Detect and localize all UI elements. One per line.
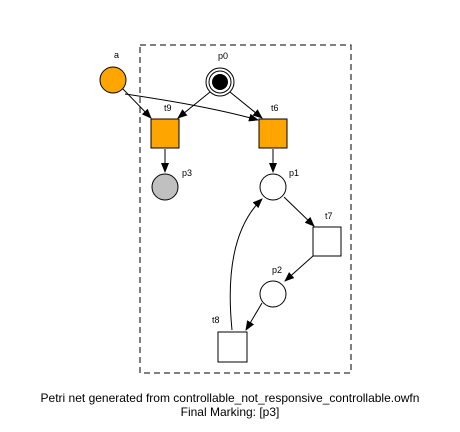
arc-p0-t9 xyxy=(177,91,211,119)
place-a xyxy=(99,66,127,94)
place-p0-inner-ring xyxy=(208,70,232,94)
arc-a-t6 xyxy=(124,93,259,122)
label-p1: p1 xyxy=(289,168,299,178)
arc-p0-t6 xyxy=(229,91,263,119)
net-boundary xyxy=(139,44,352,374)
arcs xyxy=(121,87,315,331)
token xyxy=(212,74,228,90)
transition-t7 xyxy=(312,226,342,257)
label-a: a xyxy=(114,50,119,60)
transitions xyxy=(150,118,342,363)
label-p0: p0 xyxy=(218,51,228,61)
place-p2 xyxy=(259,280,287,308)
label-t7: t7 xyxy=(325,211,333,221)
place-p3 xyxy=(151,173,179,201)
caption-source: Petri net generated from controllable_no… xyxy=(40,391,420,405)
label-p2: p2 xyxy=(272,265,282,275)
label-t8: t8 xyxy=(212,315,220,325)
label-t6: t6 xyxy=(271,103,279,113)
label-p3: p3 xyxy=(182,168,192,178)
arc-t7-p2 xyxy=(284,255,314,282)
arc-t8-p1 xyxy=(229,198,263,331)
arc-p2-t8 xyxy=(245,302,263,331)
transition-t6 xyxy=(258,118,288,149)
label-t9: t9 xyxy=(164,103,172,113)
transition-t9 xyxy=(150,118,180,149)
places xyxy=(99,66,287,308)
node-labels: a p0 t9 t6 p3 p1 t7 p2 t8 xyxy=(114,50,333,325)
arc-a-t9 xyxy=(121,87,152,119)
transition-t8 xyxy=(217,331,248,363)
arc-p1-t7 xyxy=(283,196,315,227)
caption-final-marking: Final Marking: [p3] xyxy=(180,405,280,419)
place-p1 xyxy=(259,173,287,201)
